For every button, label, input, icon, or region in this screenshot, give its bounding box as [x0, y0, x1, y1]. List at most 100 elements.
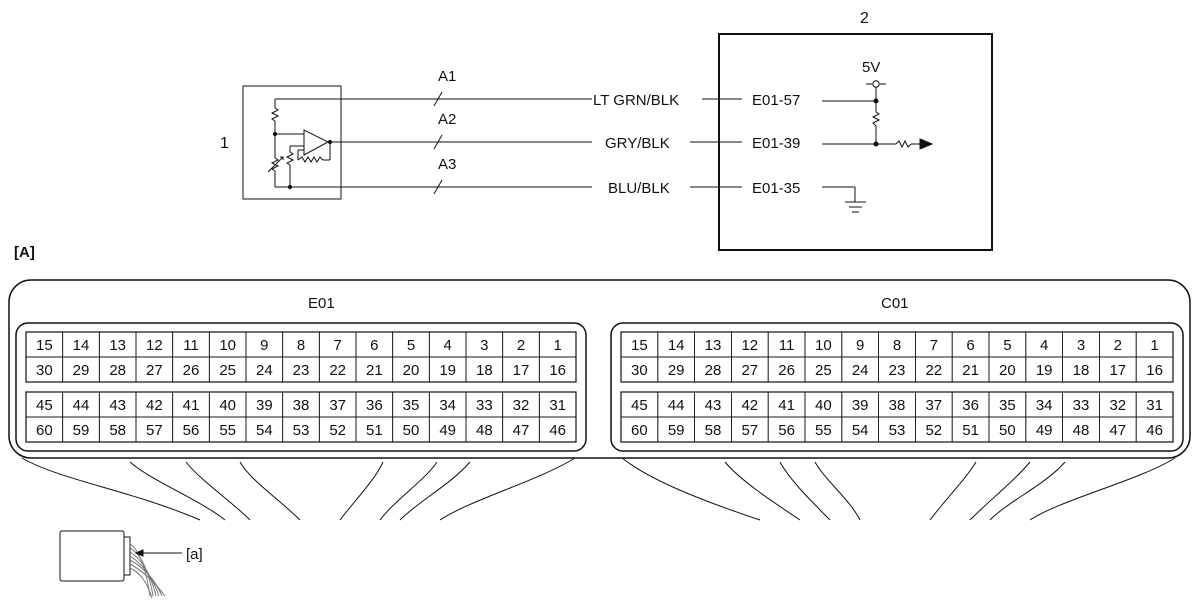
pin-number: 44 [668, 397, 685, 414]
pin-number: 45 [631, 397, 648, 414]
pin-number: 4 [443, 337, 451, 354]
wire-color-a1: LT GRN/BLK [593, 92, 679, 109]
connector-name-e01: E01 [308, 295, 335, 312]
pin-number: 42 [741, 397, 758, 414]
pin-number: 25 [815, 362, 832, 379]
pin-number: 58 [705, 422, 722, 439]
wire-id-a1: A1 [438, 68, 456, 85]
pin-number: 50 [999, 422, 1016, 439]
wire-color-a3: BLU/BLK [608, 180, 670, 197]
pin-number: 13 [109, 337, 126, 354]
pin-number: 14 [73, 337, 90, 354]
pin-number: 56 [183, 422, 200, 439]
pin-number: 54 [256, 422, 273, 439]
pin-number: 23 [293, 362, 310, 379]
wire-a1 [341, 91, 742, 107]
pin-number: 58 [109, 422, 126, 439]
pin-number: 29 [73, 362, 90, 379]
pin-number: 12 [146, 337, 163, 354]
pin-number: 41 [778, 397, 795, 414]
pin-number: 54 [852, 422, 869, 439]
pin-number: 24 [256, 362, 273, 379]
supply-voltage-label: 5V [862, 59, 880, 76]
pin-number: 35 [403, 397, 420, 414]
pin-number: 27 [741, 362, 758, 379]
pin-number: 16 [549, 362, 566, 379]
pin-number: 49 [439, 422, 456, 439]
pin-number: 38 [293, 397, 310, 414]
pin-number: 33 [476, 397, 493, 414]
pin-number: 15 [36, 337, 53, 354]
pin-number: 16 [1146, 362, 1163, 379]
pin-number: 57 [146, 422, 163, 439]
pin-number: 9 [856, 337, 864, 354]
sensor-1 [242, 85, 342, 200]
pin-number: 25 [219, 362, 236, 379]
pin-number: 35 [999, 397, 1016, 414]
pin-number: 26 [778, 362, 795, 379]
pin-number: 13 [705, 337, 722, 354]
pin-number: 2 [517, 337, 525, 354]
pin-number: 47 [513, 422, 530, 439]
pin-number: 38 [889, 397, 906, 414]
pin-number: 47 [1109, 422, 1126, 439]
pin-number: 4 [1040, 337, 1048, 354]
connector-shell [15, 322, 587, 452]
pin-number: 37 [925, 397, 942, 414]
pin-number: 57 [741, 422, 758, 439]
pin-number: 21 [366, 362, 383, 379]
pin-number: 3 [480, 337, 488, 354]
pin-number: 40 [815, 397, 832, 414]
pin-number: 53 [889, 422, 906, 439]
pin-number: 7 [333, 337, 341, 354]
pin-number: 60 [631, 422, 648, 439]
pin-number: 18 [1073, 362, 1090, 379]
pin-number: 22 [329, 362, 346, 379]
pin-number: 48 [476, 422, 493, 439]
pin-number: 24 [852, 362, 869, 379]
pin-number: 52 [329, 422, 346, 439]
pin-number: 9 [260, 337, 268, 354]
pin-number: 59 [73, 422, 90, 439]
wire-id-a3: A3 [438, 156, 456, 173]
pin-number: 39 [852, 397, 869, 414]
terminal-e01-57: E01-57 [752, 92, 800, 109]
pin-number: 39 [256, 397, 273, 414]
harness-bundle-icon [59, 530, 182, 599]
pin-number: 22 [925, 362, 942, 379]
terminal-e01-35: E01-35 [752, 180, 800, 197]
pin-cell [538, 356, 577, 383]
pin-number: 53 [293, 422, 310, 439]
pin-number: 3 [1077, 337, 1085, 354]
pin-cell [1135, 416, 1174, 443]
pin-number: 49 [1036, 422, 1053, 439]
connector-shell [610, 322, 1184, 452]
pin-number: 43 [705, 397, 722, 414]
pin-number: 31 [1146, 397, 1163, 414]
pin-number: 20 [403, 362, 420, 379]
pin-number: 26 [183, 362, 200, 379]
pin-number: 55 [815, 422, 832, 439]
pin-number: 33 [1073, 397, 1090, 414]
pin-number: 34 [1036, 397, 1053, 414]
pin-number: 51 [962, 422, 979, 439]
pin-number: 19 [1036, 362, 1053, 379]
pin-number: 44 [73, 397, 90, 414]
pin-number: 17 [513, 362, 530, 379]
pin-number: 36 [962, 397, 979, 414]
pin-number: 41 [183, 397, 200, 414]
ecu-internal-circuit [822, 80, 934, 213]
wire-id-a2: A2 [438, 111, 456, 128]
pin-number: 5 [407, 337, 415, 354]
ecu-box [718, 33, 993, 251]
pin-number: 46 [549, 422, 566, 439]
pin-number: 5 [1003, 337, 1011, 354]
pin-number: 30 [631, 362, 648, 379]
pin-number: 50 [403, 422, 420, 439]
pin-number: 8 [893, 337, 901, 354]
harness-label: [a] [186, 546, 203, 563]
pin-number: 18 [476, 362, 493, 379]
